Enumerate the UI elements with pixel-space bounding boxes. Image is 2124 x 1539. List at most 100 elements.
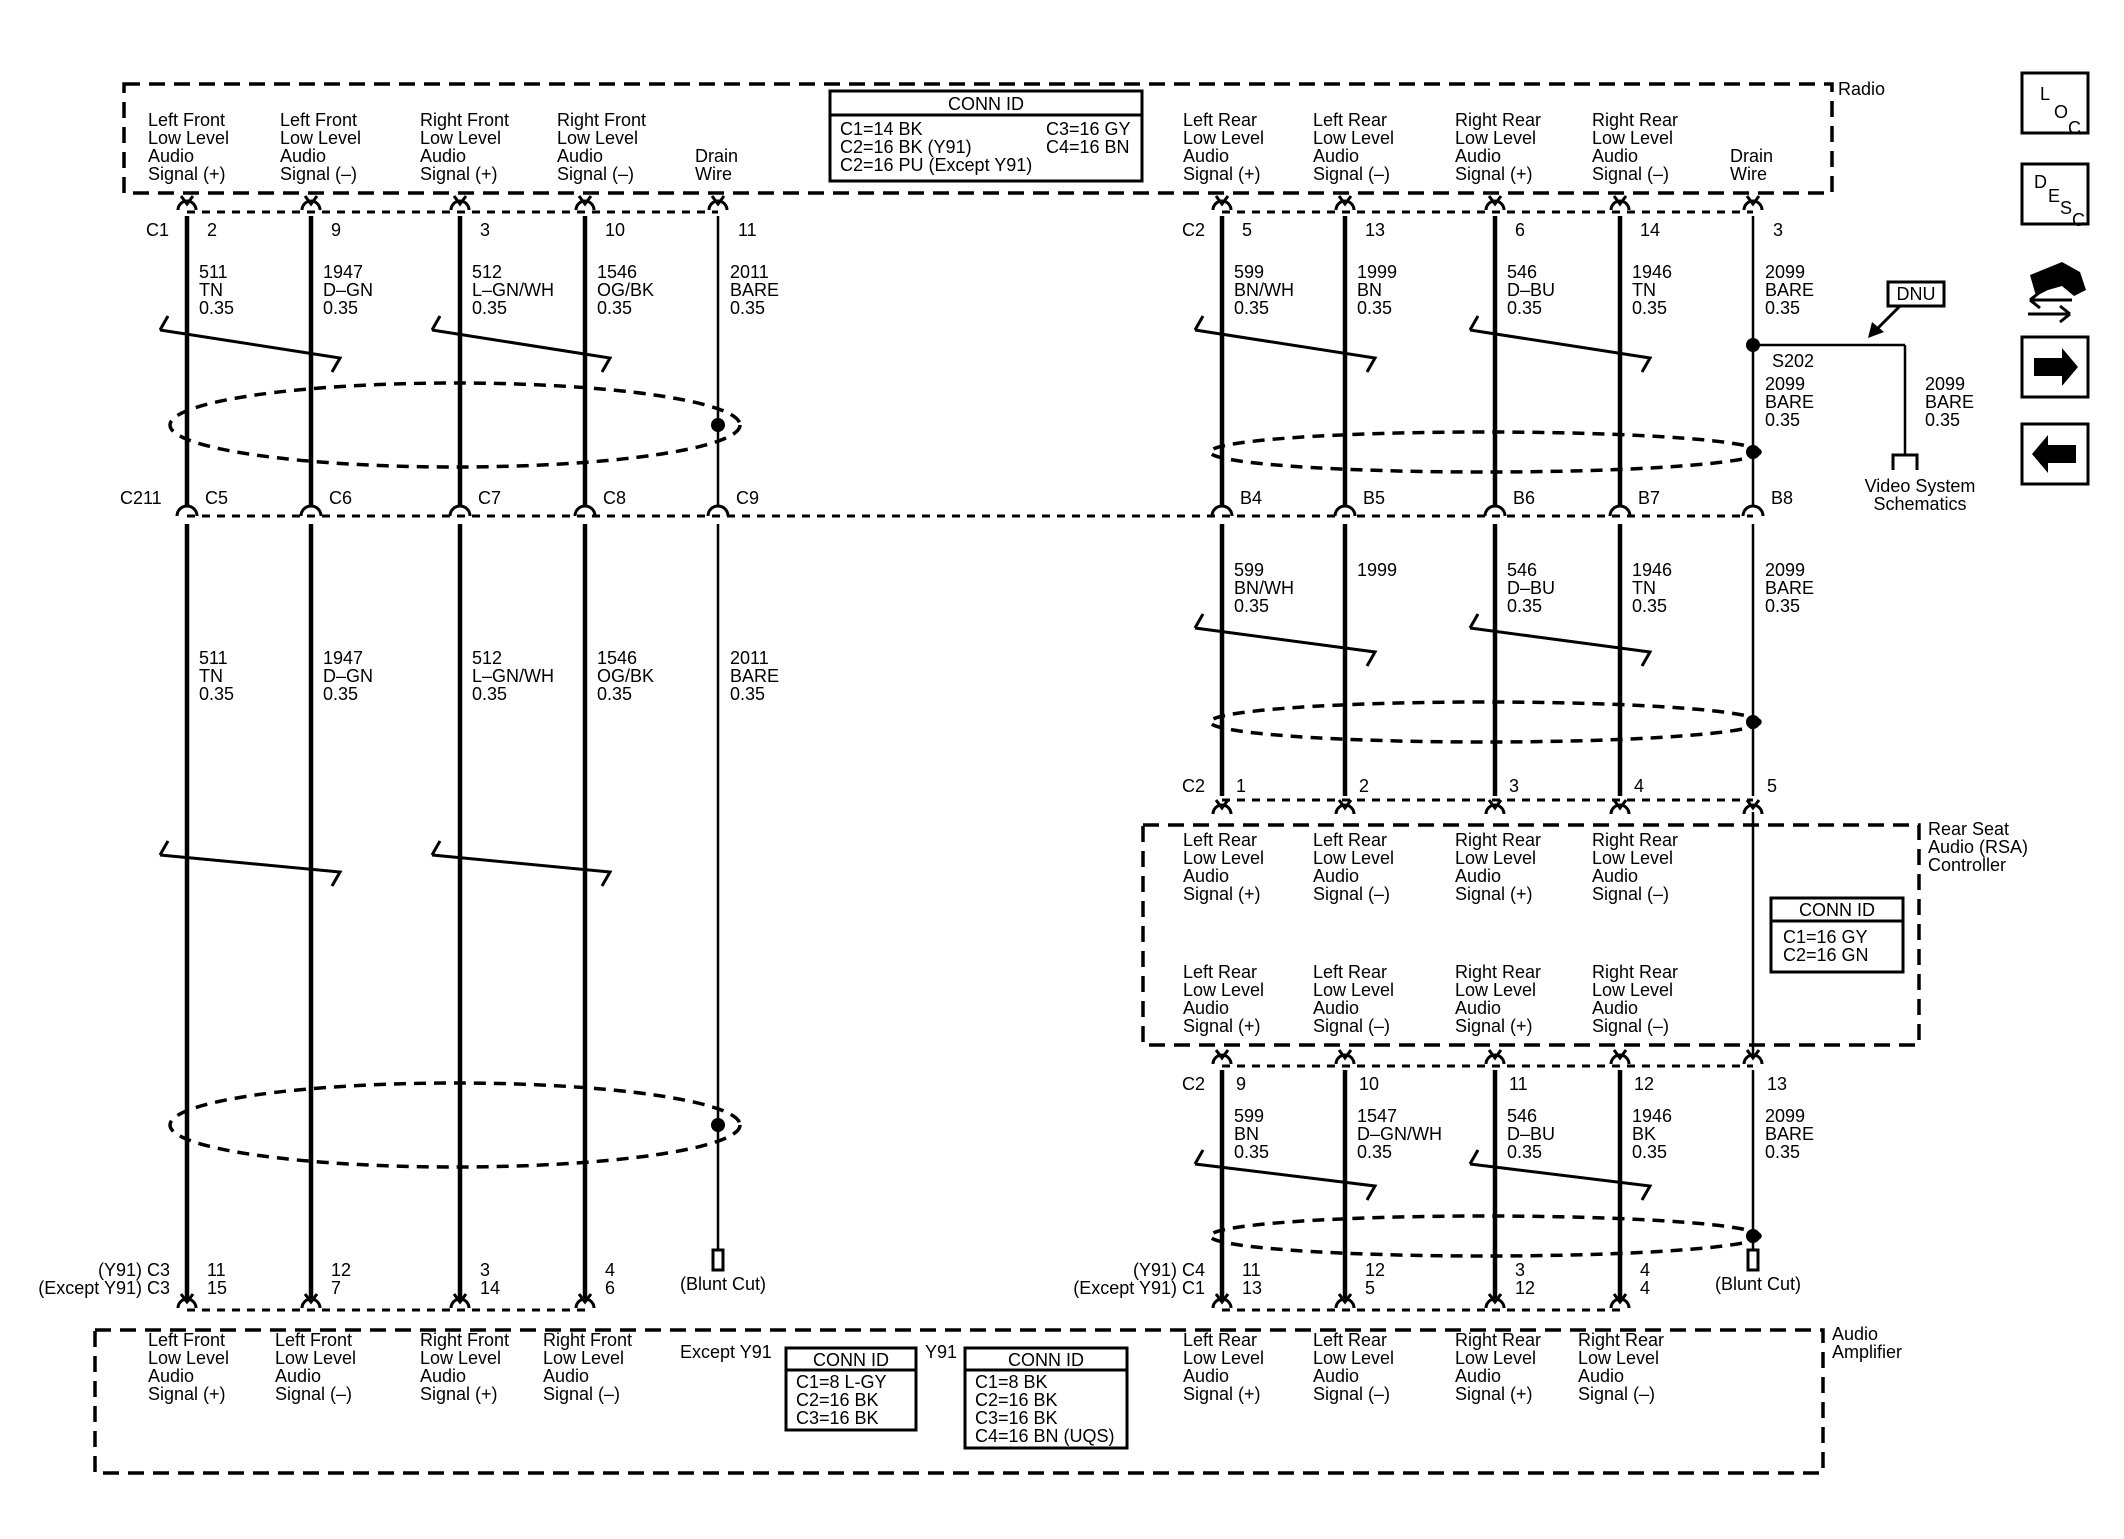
amp-right-terminal (1334, 1297, 1356, 1309)
c211-cavity-label: C5 (205, 488, 228, 508)
shield-drain-connection (1746, 1229, 1760, 1243)
radio-c1-terminal-arrow (452, 195, 468, 207)
wire-label: D–BU (1507, 578, 1555, 598)
wire-label: TN (199, 666, 223, 686)
dnu-arrowhead (1868, 322, 1884, 338)
loc-icon: C (2068, 118, 2081, 138)
amp-signal-label: Signal (+) (148, 1384, 226, 1404)
rsa-bottom-pin: 12 (1634, 1074, 1654, 1094)
connector-swap-icon (2029, 290, 2072, 310)
loc-icon: L (2040, 84, 2050, 104)
radio-c2-pin: 5 (1242, 220, 1252, 240)
rsa-label: Rear Seat (1928, 819, 2009, 839)
c211-cavity (175, 504, 199, 517)
rsa-signal-label: Left Rear (1183, 962, 1257, 982)
rsa-conn-id-title: CONN ID (1799, 900, 1875, 920)
radio-signal-label: Audio (420, 146, 466, 166)
amp-pin-y91: 11 (207, 1260, 226, 1280)
radio-signal-label: Low Level (1183, 128, 1264, 148)
wire-label: BARE (1765, 578, 1814, 598)
wire-label: 0.35 (1234, 298, 1269, 318)
radio-signal-label: Audio (557, 146, 603, 166)
next-page-button[interactable] (2020, 335, 2090, 399)
amp-except-conn-id-box (784, 1346, 918, 1432)
amp-signal-label: Low Level (1183, 1348, 1264, 1368)
wire-label: 1946 (1632, 560, 1672, 580)
radio-signal-label: Signal (–) (1313, 164, 1390, 184)
rsa-bottom-pin: 11 (1509, 1074, 1528, 1094)
wire-label: OG/BK (597, 666, 654, 686)
amp-pin-except: 13 (1242, 1278, 1262, 1298)
amp-signal-label: Left Front (275, 1330, 352, 1350)
c211-cavity (573, 504, 597, 517)
connector-swap-button[interactable] (2028, 262, 2086, 324)
amp-signal-label: Signal (+) (1183, 1384, 1261, 1404)
shield-symbol (168, 1081, 742, 1169)
amp-signal-label: Audio (1183, 1366, 1229, 1386)
previous-page-button[interactable] (2020, 422, 2090, 486)
radio-conn-id-box (828, 89, 1144, 183)
twisted-pair-symbol (430, 315, 613, 373)
c211-label: C211 (120, 488, 162, 508)
radio-conn-id-line: C3=16 GY (1046, 119, 1131, 139)
wire-label: TN (1632, 280, 1656, 300)
rsa-bottom-terminal (1334, 1053, 1356, 1065)
twisted-pair-symbol (1468, 315, 1653, 373)
wire-label: L–GN/WH (472, 280, 554, 300)
wire-label: 0.35 (199, 684, 234, 704)
shield-drain-connection (711, 1118, 725, 1132)
video-ref-label: Schematics (1873, 494, 1966, 514)
rsa-signal-label: Signal (–) (1592, 1016, 1669, 1036)
wire-label: 546 (1507, 262, 1537, 282)
rsa-bottom-pin: 9 (1236, 1074, 1246, 1094)
c211-cavity (1210, 504, 1234, 517)
radio-signal-label: Signal (–) (557, 164, 634, 184)
rsa-bottom-pin: 13 (1767, 1074, 1787, 1094)
amp-signal-label: Signal (+) (420, 1384, 498, 1404)
wire-label: 1546 (597, 262, 637, 282)
radio-c2-pin: 13 (1365, 220, 1385, 240)
loc-button[interactable]: LOC (2020, 71, 2090, 138)
amp-pin-y91: 11 (1242, 1260, 1261, 1280)
wire-label: BARE (1765, 1124, 1814, 1144)
radio-c2-terminal (1609, 199, 1631, 211)
loc-icon: O (2054, 102, 2068, 122)
rsa-conn-id-line: C2=16 GN (1783, 945, 1869, 965)
c211-cavity-label: C6 (329, 488, 352, 508)
rsa-signal-label: Low Level (1183, 980, 1264, 1000)
rsa-bottom-pin: 10 (1359, 1074, 1379, 1094)
amp-right-terminal-arrow (1487, 1293, 1503, 1305)
radio-signal-label: Low Level (557, 128, 638, 148)
radio-c1-terminal-arrow (577, 195, 593, 207)
amp-signal-label: Left Rear (1313, 1330, 1387, 1350)
amp-right-terminal-arrow (1612, 1293, 1628, 1305)
amp-signal-label: Right Rear (1578, 1330, 1664, 1350)
connector-swap-icon (2030, 262, 2086, 296)
loc-button-frame (2020, 71, 2090, 135)
amp-pin-y91: 4 (1640, 1260, 1650, 1280)
radio-c1-terminal-arrow (710, 195, 726, 207)
rsa-top-terminal-arrow (1214, 799, 1230, 811)
c211-cavity-label: C7 (478, 488, 501, 508)
rsa-top-terminal-arrow (1612, 799, 1628, 811)
amp-signal-label: Low Level (148, 1348, 229, 1368)
radio-c2-terminal (1211, 199, 1233, 211)
amp-left-connector-label: (Except Y91) C3 (38, 1278, 170, 1298)
amp-left-terminal (449, 1297, 471, 1309)
amp-y91-conn-id-line: C2=16 BK (975, 1390, 1058, 1410)
amp-pin-y91: 12 (1365, 1260, 1385, 1280)
radio-signal-label: Audio (1183, 146, 1229, 166)
radio-c2-pin: 3 (1773, 220, 1783, 240)
radio-c1-terminal (300, 199, 322, 211)
radio-signal-label: Signal (+) (1455, 164, 1533, 184)
amp-left-terminal (300, 1297, 322, 1309)
radio-conn-id-line: C1=14 BK (840, 119, 923, 139)
amp-pin-except: 15 (207, 1278, 227, 1298)
rsa-label: Audio (RSA) (1928, 837, 2028, 857)
rsa-signal-label: Audio (1455, 998, 1501, 1018)
wire-label: 0.35 (323, 684, 358, 704)
radio-c1-label: C1 (146, 220, 169, 240)
amp-except-conn-id-line: C3=16 BK (796, 1408, 879, 1428)
twisted-pair-symbol (1468, 1149, 1653, 1201)
